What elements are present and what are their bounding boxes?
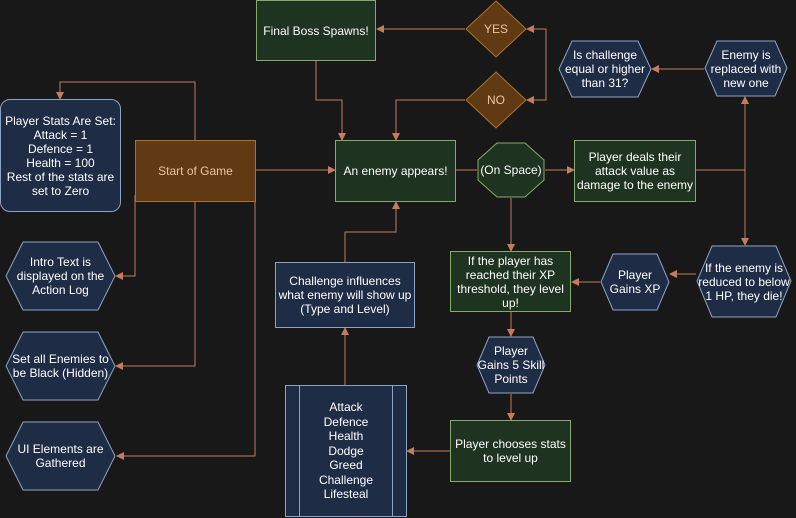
stats-list-node: Attack Defence Health Dodge Greed Challe… [285, 385, 407, 517]
challenge-check-label: Is challenge equal or higher than 31? [564, 48, 646, 90]
intro-text-node: Intro Text is displayed on the Action Lo… [5, 241, 116, 311]
player-stats-label: Player Stats Are Set: Attack = 1 Defence… [5, 113, 116, 198]
start-of-game-label: Start of Game [158, 164, 233, 178]
enemy-replaced-node: Enemy is replaced with new one [704, 40, 788, 97]
challenge-influences-node: Challenge influences what enemy will sho… [275, 262, 415, 328]
player-deals-node: Player deals their attack value as damag… [574, 140, 696, 202]
no-decision: NO [465, 71, 527, 129]
ui-elements-node: UI Elements are Gathered [5, 421, 116, 491]
final-boss-label: Final Boss Spawns! [263, 23, 369, 38]
stat-lifesteal: Lifesteal [323, 487, 369, 502]
stat-greed: Greed [329, 458, 363, 473]
stat-defence: Defence [323, 414, 369, 429]
player-stats-node: Player Stats Are Set: Attack = 1 Defence… [0, 99, 121, 212]
on-space-trigger: (On Space) [477, 142, 545, 198]
challenge-check-node: Is challenge equal or higher than 31? [558, 40, 652, 98]
start-of-game-node: Start of Game [135, 140, 256, 202]
process-line-left [299, 386, 300, 516]
challenge-influences-label: Challenge influences what enemy will sho… [278, 274, 412, 316]
skill-points-label: Player Gains 5 Skill Points [477, 344, 545, 386]
edge-start-to-black [115, 202, 196, 370]
edge-challenge-to-enemy [344, 201, 400, 262]
yes-decision: YES [465, 0, 527, 58]
edge-no-to-enemy [392, 99, 465, 141]
enemy-reduced-node: If the enemy is reduced to below 1 HP, t… [696, 245, 792, 318]
player-chooses-label: Player chooses stats to level up [455, 437, 566, 465]
stat-dodge: Dodge [328, 443, 364, 458]
stat-attack: Attack [329, 400, 363, 415]
ui-elements-label: UI Elements are Gathered [17, 442, 104, 470]
set-enemies-black-label: Set all Enemies to be Black (Hidden) [12, 352, 109, 380]
set-enemies-black-node: Set all Enemies to be Black (Hidden) [5, 331, 116, 401]
enemy-appears-label: An enemy appears! [343, 164, 448, 178]
final-boss-node: Final Boss Spawns! [256, 0, 376, 61]
stat-challenge: Challenge [318, 472, 374, 487]
stat-health: Health [328, 429, 364, 444]
enemy-reduced-label: If the enemy is reduced to below 1 HP, t… [698, 260, 790, 303]
edge-check-to-yes [526, 25, 547, 69]
edge-check-to-no [526, 69, 547, 104]
xp-threshold-node: If the player has reached their XP thres… [450, 251, 571, 312]
player-gains-xp-label: Player Gains XP [609, 268, 661, 296]
enemy-replaced-label: Enemy is replaced with new one [710, 47, 782, 90]
edge-boss-to-enemy [315, 61, 346, 141]
edge-start-to-stats [56, 81, 196, 140]
xp-threshold-label: If the player has reached their XP thres… [457, 253, 564, 310]
edge-start-to-ui [116, 180, 256, 460]
on-space-label: (On Space) [480, 163, 542, 177]
player-gains-xp-node: Player Gains XP [600, 253, 670, 311]
edge-start-to-intro [115, 195, 136, 280]
intro-text-label: Intro Text is displayed on the Action Lo… [16, 255, 105, 297]
enemy-appears-node: An enemy appears! [335, 140, 456, 202]
player-chooses-node: Player chooses stats to level up [450, 420, 571, 482]
skill-points-node: Player Gains 5 Skill Points [476, 336, 546, 394]
process-line-right [392, 386, 393, 516]
player-deals-label: Player deals their attack value as damag… [576, 150, 694, 192]
no-label: NO [487, 93, 505, 107]
yes-label: YES [483, 22, 508, 36]
